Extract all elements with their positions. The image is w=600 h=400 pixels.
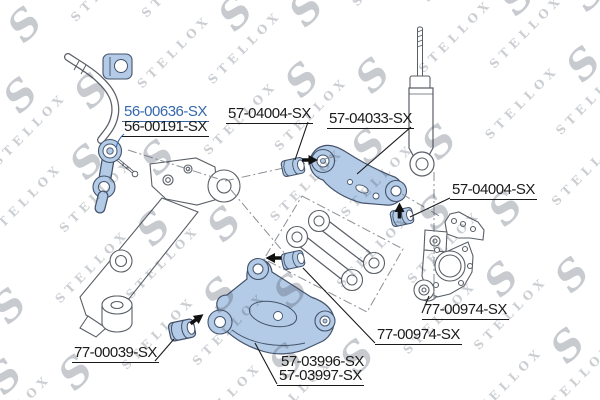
- leader-lines: [115, 121, 451, 385]
- subframe-drawing: [79, 157, 241, 338]
- part-label-77-00039-sx[interactable]: 77-00039-SX: [72, 344, 159, 363]
- part-label-57-04004-sx-2[interactable]: 57-04004-SX: [450, 181, 537, 200]
- bushing-57-04004-left-drawing: [280, 156, 307, 178]
- lower-control-arm-drawing: [207, 257, 336, 355]
- arrow-right-icon: [302, 155, 318, 165]
- knuckle-drawing: [413, 211, 485, 302]
- part-label-57-04004-sx-1[interactable]: 57-04004-SX: [226, 105, 313, 124]
- stabilizer-bar-bushing-drawing: [102, 53, 133, 80]
- part-label-57-03996-sx[interactable]: 57-03996-SX: [281, 353, 364, 370]
- part-label-56-00191-sx[interactable]: 56-00191-SX: [122, 118, 209, 137]
- upper-control-arm-drawing: [309, 144, 408, 206]
- bushing-77-00974-drawing: [280, 249, 307, 271]
- arrow-left-icon: [265, 253, 282, 264]
- alignment-box: [263, 195, 404, 313]
- stabilizer-link-drawing: [92, 138, 139, 214]
- stabilizer-bar-drawing: [64, 53, 120, 144]
- lateral-links-drawing: [285, 209, 386, 292]
- part-label-57-03997-sx[interactable]: 57-03997-SX: [277, 367, 364, 386]
- shock-absorber-drawing: [408, 26, 435, 177]
- part-label-77-00974-sx-1[interactable]: 77-00974-SX: [422, 301, 509, 320]
- part-label-56-00636-sx[interactable]: 56-00636-SX: [122, 103, 209, 122]
- arrow-icons: [189, 155, 405, 326]
- arrow-up-icon: [394, 202, 405, 219]
- part-label-57-04033-sx[interactable]: 57-04033-SX: [327, 110, 414, 129]
- part-label-77-00974-sx-2[interactable]: 77-00974-SX: [375, 326, 462, 345]
- arrow-up-right-icon: [189, 314, 204, 326]
